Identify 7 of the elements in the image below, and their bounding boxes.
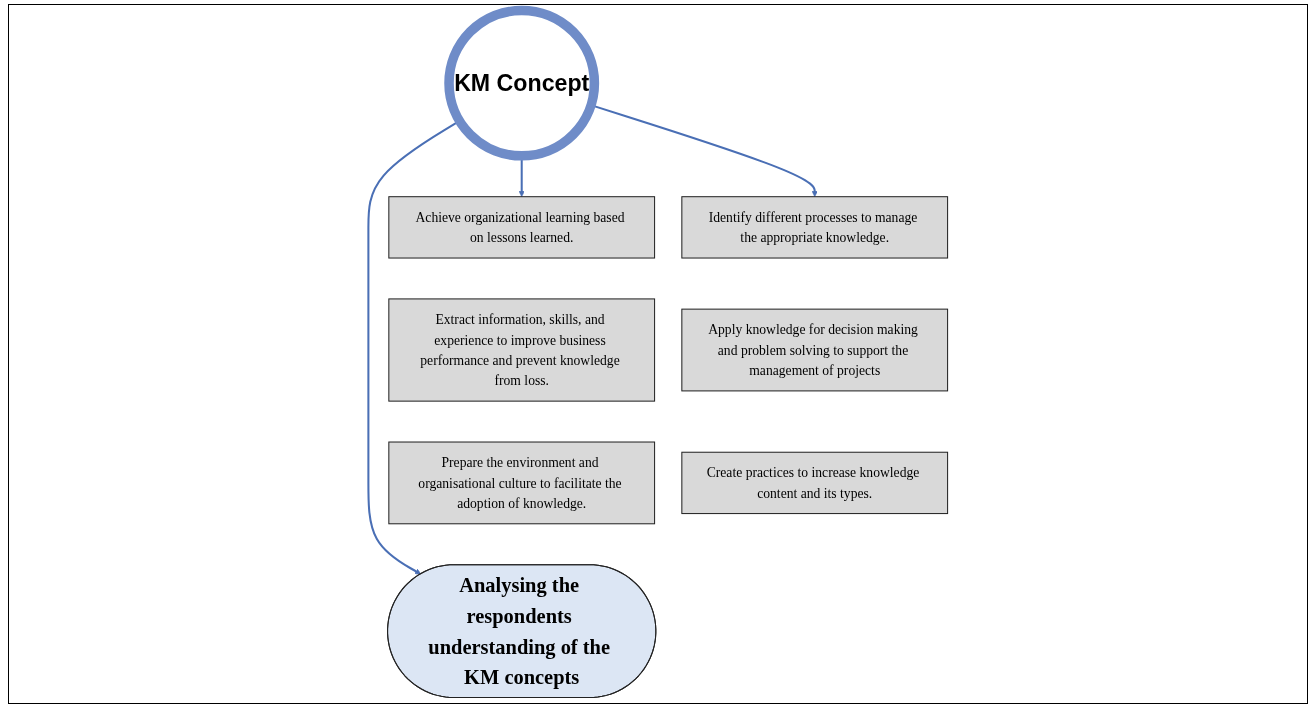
node-box: Apply knowledge for decision making and problem solving to support the management of projects [681, 308, 949, 392]
node-box: Achieve organizational learning based on lessons learned. [388, 196, 656, 259]
node-box: Create practices to increase knowledge content and its types. [681, 451, 949, 515]
node-box: Extract information, skills, and experience to improve business performance and prevent knowledge from loss. [388, 298, 656, 402]
node-box: Identify different processes to manage the appropriate knowledge. [681, 196, 949, 259]
node-box: Prepare the environment and organisational culture to facilitate the adoption of knowledge. [388, 441, 656, 525]
node-circle: KM Concept [444, 5, 600, 161]
